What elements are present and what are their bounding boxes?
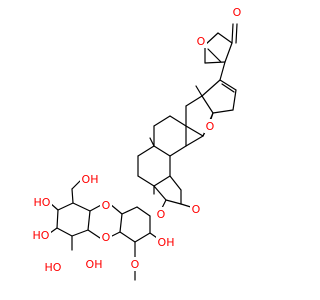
bond (204, 32, 219, 46)
bond (49, 227, 58, 234)
bond (217, 32, 233, 44)
bond (71, 180, 81, 190)
bond (169, 175, 182, 191)
aglycone-glycosidic-oxygen-label: O (192, 203, 201, 216)
bond (232, 89, 237, 111)
bond (57, 202, 74, 211)
atom-labels: O O O O O OH O O O OH HO HO HO OH (31, 5, 243, 274)
bond (224, 42, 233, 63)
bond (165, 199, 182, 205)
bond (137, 145, 155, 157)
bond (195, 85, 203, 97)
bond (121, 206, 138, 215)
bond (201, 95, 214, 114)
sugar-glycosidic-oxygen-label: O (102, 231, 111, 244)
bond (185, 125, 204, 137)
bond (136, 206, 151, 217)
bond (87, 210, 91, 231)
bond (71, 188, 74, 204)
bond (153, 145, 171, 157)
bond (221, 83, 235, 93)
bond (134, 232, 151, 243)
bond (119, 231, 136, 243)
bond (149, 137, 155, 147)
bond (185, 135, 204, 147)
bond (119, 213, 123, 233)
bond-lines (49, 23, 238, 281)
bond (169, 115, 187, 127)
bond (207, 48, 222, 63)
bond (72, 202, 91, 212)
carbonyl-oxygen-label: O (233, 6, 242, 19)
bond (201, 79, 221, 97)
bond (56, 227, 73, 237)
bond (111, 231, 121, 237)
ring1-hydroxyl-bottom-right-label: OH (86, 258, 103, 271)
bond (219, 61, 226, 81)
bond (153, 175, 171, 187)
bond (153, 115, 171, 127)
bond (137, 175, 155, 187)
bond (56, 209, 59, 229)
bond (231, 23, 234, 44)
ring1-hydroxyl-top-label: HO (34, 196, 51, 209)
bond (87, 229, 101, 239)
bond (153, 185, 167, 201)
bond (169, 145, 187, 157)
bond (235, 23, 238, 44)
bond (219, 79, 237, 91)
ring2-oxygen-label: O (157, 208, 166, 221)
bond (185, 95, 203, 107)
ring1-hydroxyl-bottom-left-label: HO (45, 261, 62, 274)
ring2-hydroxyl-label: OH (158, 236, 175, 249)
methoxy-oxygen-label: O (131, 258, 140, 271)
ring1-hydroxyl-left-label: HO (33, 229, 50, 242)
molecule-structure: O O O O O OH O O O OH HO HO HO OH (31, 5, 243, 281)
bond (204, 61, 226, 64)
lactone-oxygen-label: O (197, 35, 206, 48)
epoxide-oxygen-label: O (206, 120, 215, 133)
bond (212, 109, 234, 114)
bond (71, 229, 89, 237)
ring1-ch2oh-hydroxyl-label: OH (82, 173, 99, 186)
ring1-oxygen-label: O (102, 199, 111, 212)
